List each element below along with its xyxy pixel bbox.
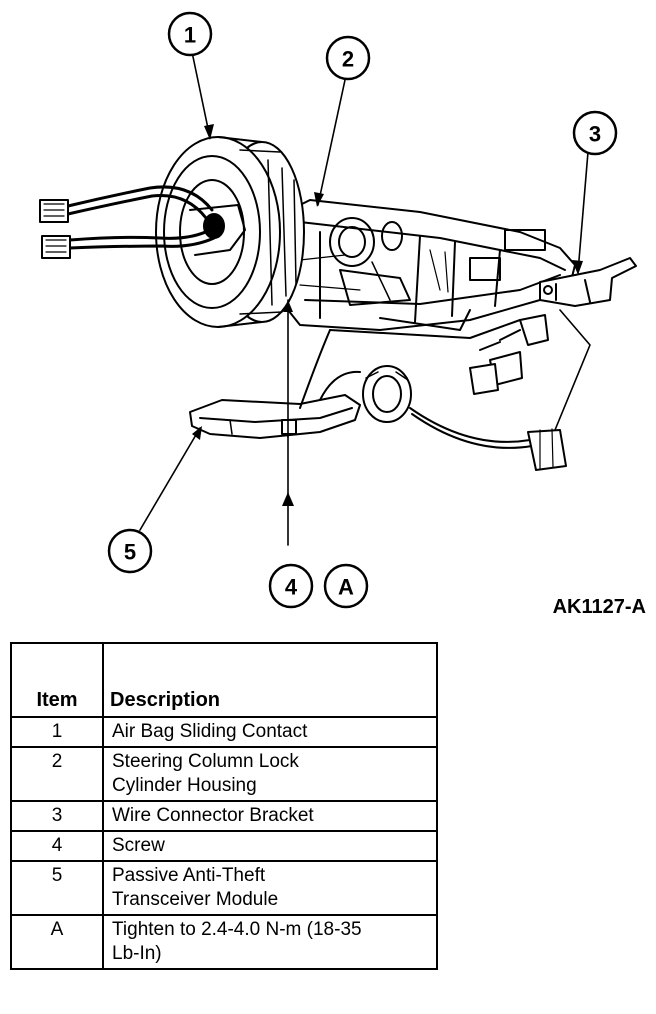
legend-header-row: Item Description	[10, 642, 438, 718]
legend-item-number: 2	[10, 746, 104, 802]
parts-legend-table: Item Description 1 Air Bag Sliding Contac…	[10, 642, 438, 970]
legend-item-number: 1	[10, 716, 104, 748]
callout-label-1: 1	[184, 23, 196, 48]
callout-circle-a	[323, 563, 369, 609]
legend-description-line: Cylinder Housing	[112, 775, 257, 796]
steering-column-body	[279, 199, 576, 339]
callout-label-4: 4	[285, 575, 298, 600]
legend-item-number: 4	[10, 830, 104, 862]
legend-description-line: Wire Connector Bracket	[112, 805, 314, 826]
legend-item-number: 3	[10, 800, 104, 832]
callout-label-a: A	[338, 575, 354, 600]
air-bag-sliding-contact	[155, 136, 305, 328]
callout-circle-3	[572, 110, 618, 156]
legend-item-number: A	[10, 914, 104, 970]
airbag-wire-pigtails	[39, 185, 216, 259]
callout-label-5: 5	[124, 540, 136, 565]
callout-label-3: 3	[589, 122, 601, 147]
callout-label-2: 2	[342, 47, 354, 72]
legend-item-description: Screw	[102, 830, 438, 862]
legend-description-line: Tighten to 2.4-4.0 N-m (18-35	[112, 919, 362, 940]
legend-row: 1 Air Bag Sliding Contact	[10, 716, 438, 748]
legend-row: 4 Screw	[10, 830, 438, 862]
callout-circle-1	[167, 11, 213, 57]
legend-item-description: Wire Connector Bracket	[102, 800, 438, 832]
callout-circle-2	[325, 35, 371, 81]
callout-circle-4	[268, 563, 314, 609]
legend-description-line: Lb-In)	[112, 943, 162, 964]
leader-arrowheads	[192, 124, 583, 506]
callout-circles	[107, 11, 618, 609]
legend-description-line: Steering Column Lock	[112, 751, 299, 772]
legend-row: 3 Wire Connector Bracket	[10, 800, 438, 832]
exploded-view-diagram: 1 2 3 4 A 5	[39, 11, 637, 609]
legend-description-line: Air Bag Sliding Contact	[112, 721, 308, 742]
transceiver-cable	[409, 407, 567, 471]
passive-anti-theft-transceiver-module	[189, 329, 412, 439]
figure-identifier: AK1127-A	[552, 596, 646, 618]
legend-header-item: Item	[10, 642, 104, 718]
legend-description-line: Screw	[112, 835, 165, 856]
legend-header-description: Description	[102, 642, 438, 718]
wire-connector-bracket	[469, 257, 637, 395]
legend-description-line: Transceiver Module	[112, 889, 279, 910]
callout-circle-5	[107, 528, 153, 574]
legend-description-line: Passive Anti-Theft	[112, 865, 266, 886]
legend-item-description: Air Bag Sliding Contact	[102, 716, 438, 748]
legend-item-number: 5	[10, 860, 104, 916]
